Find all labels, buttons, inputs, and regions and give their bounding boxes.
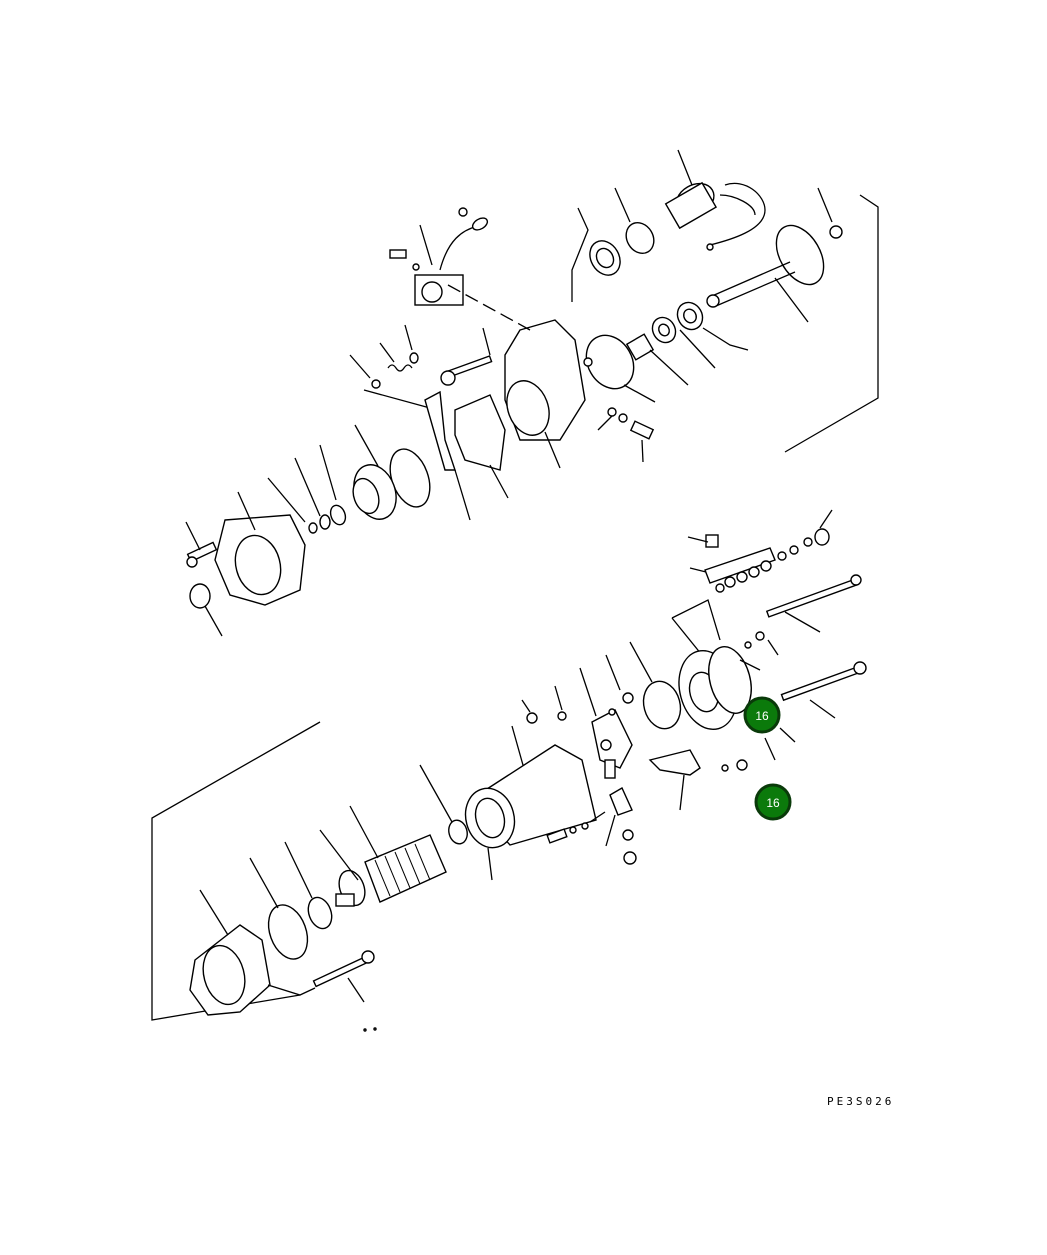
terminal-strip-part (687, 509, 833, 593)
drawing-reference-code: PE3S026 (827, 1095, 894, 1108)
shaft-gear-part (706, 187, 843, 323)
o-ring-part (625, 221, 655, 255)
long-bolt-part (312, 954, 372, 988)
upper-assembly (185, 149, 879, 637)
bolt-part (629, 420, 655, 463)
solenoid-part (664, 149, 766, 251)
armature-part (319, 805, 447, 907)
front-housing-part (214, 491, 306, 606)
gasket-part (585, 334, 635, 390)
lower-assembly (151, 509, 867, 1032)
yoke-part (464, 744, 597, 881)
callout-label: 16 (755, 709, 769, 723)
rear-housing-part (189, 889, 316, 1016)
switch-part (389, 207, 531, 331)
callout-badge[interactable]: 16 (743, 696, 781, 734)
through-bolt-part (765, 577, 860, 618)
drive-gear-part (352, 424, 431, 520)
callout-label: 16 (766, 796, 780, 810)
callout-badge[interactable]: 16 (754, 783, 792, 821)
gear-housing-part (504, 319, 586, 469)
brush-holder-part (579, 654, 637, 865)
end-cover-part (678, 646, 752, 731)
